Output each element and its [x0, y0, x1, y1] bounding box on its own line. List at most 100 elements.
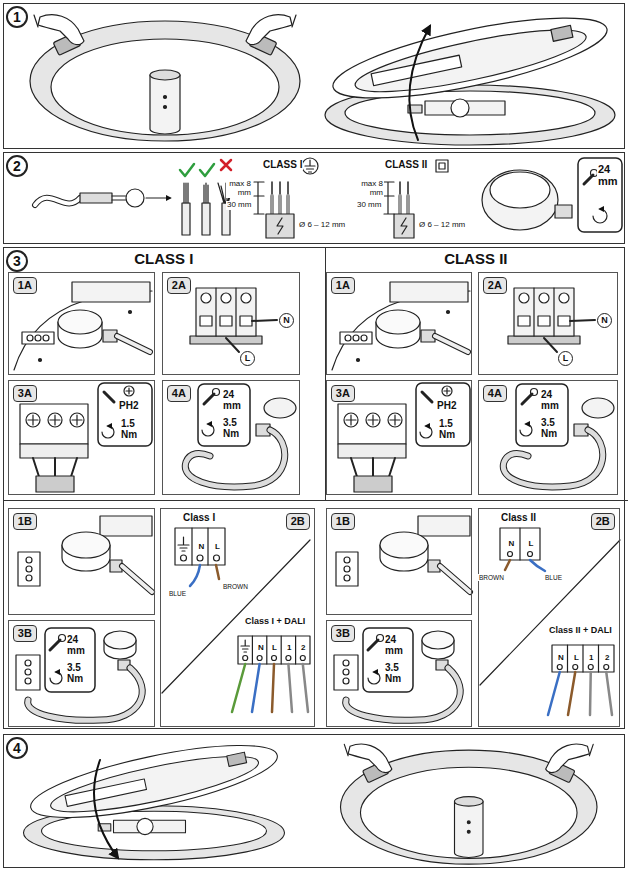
panel-tag: 2A	[167, 277, 191, 294]
cable-diameter: Ø 6 – 12 mm	[298, 221, 346, 230]
class-two-wiring	[552, 645, 614, 672]
variant-heading: Class II	[500, 512, 537, 523]
class-two-conductors	[400, 182, 408, 196]
torque: 1.5 Nm	[438, 418, 464, 440]
wrench-size: 24 mm	[384, 634, 408, 656]
class-heading: CLASS II	[384, 159, 428, 170]
cable-preparation	[80, 193, 112, 203]
terminal-label: 1	[588, 654, 594, 663]
class-one-wiring	[197, 555, 203, 561]
panel-tag: 2B	[591, 513, 615, 530]
junction-box	[555, 205, 572, 218]
cable-preparation	[200, 164, 214, 176]
step-number: 1	[6, 6, 28, 28]
class-two-wiring	[528, 552, 533, 557]
class-two-wiring	[480, 528, 620, 715]
screwdriver-bit: PH2	[436, 400, 457, 411]
cable-preparation	[204, 183, 208, 203]
class-two-gland-steps	[334, 516, 470, 720]
wrench-size: 24 mm	[540, 389, 564, 411]
step-panel: 2	[3, 152, 625, 244]
step-panel: 1A2A3A4ACLASS I1A2A3A4ACLASS II1B2B3B1B2…	[3, 247, 625, 729]
class-one-conductors	[272, 196, 288, 214]
class-two-wiring	[508, 552, 513, 557]
class-two-wiring	[589, 672, 592, 715]
conductor-letter: L	[558, 351, 573, 366]
class-two-conductors	[436, 160, 448, 172]
class-one-wiring	[178, 537, 189, 551]
cable-preparation	[184, 183, 188, 203]
terminal-label: L	[271, 644, 278, 653]
class-heading: CLASS I	[262, 159, 303, 170]
variant-heading: Class II + DALI	[548, 626, 613, 636]
class-one-steps	[14, 282, 296, 492]
wrench-size: 24 mm	[66, 634, 90, 656]
class-one-wiring	[190, 565, 200, 586]
wire-colour: BLUE	[544, 574, 563, 581]
class-one-gland-steps	[16, 516, 152, 720]
torque: 3.5 Nm	[540, 417, 566, 439]
class-panel: 1A2A3A4ACLASS II	[319, 247, 628, 501]
class-two-wiring	[568, 672, 575, 715]
panel-tag: 2A	[483, 277, 507, 294]
cable-diameter: Ø 6 – 12 mm	[418, 221, 466, 230]
step-panel: 4	[3, 734, 625, 868]
panel-tag: 4A	[483, 385, 507, 402]
terminal-label: L	[573, 654, 580, 663]
class-one-conductors	[277, 218, 283, 234]
class-two-conductors	[439, 163, 445, 169]
cable-preparation	[202, 203, 210, 235]
class-one-wiring	[162, 528, 310, 712]
panel-tag: 1A	[13, 277, 37, 294]
terminal-label: 2	[604, 654, 610, 663]
class-heading: CLASS I	[3, 250, 325, 267]
terminal-label: 1	[286, 644, 292, 653]
junction-box	[578, 158, 622, 232]
torque: 3.5 Nm	[384, 662, 410, 684]
terminal-label: N	[198, 543, 206, 552]
class-one-wiring	[192, 528, 208, 565]
class-one-conductors	[266, 214, 294, 238]
class-one-wiring	[232, 664, 245, 712]
closed-luminaire	[341, 744, 598, 864]
class-one-wiring	[300, 656, 305, 661]
conductor-letter: N	[279, 313, 294, 328]
class-two-wiring	[588, 665, 593, 670]
wrench-size: 24 mm	[222, 389, 246, 411]
sub-step-panel: 1A	[8, 272, 155, 375]
class-two-wiring	[573, 665, 578, 670]
variant-heading: Class I	[182, 512, 216, 523]
panel-tag: 3B	[331, 625, 355, 642]
step-panel: 1	[3, 3, 625, 149]
class-one-conductors	[254, 182, 264, 214]
class-one-conductors	[272, 182, 288, 196]
panel-tag: 1B	[13, 513, 37, 530]
conductor-letter: L	[240, 351, 255, 366]
class-two-wiring	[568, 645, 599, 672]
class-heading: CLASS II	[319, 250, 628, 267]
junction-box	[593, 209, 607, 223]
cable-preparation	[180, 164, 194, 176]
class-two-conductors	[400, 196, 408, 214]
torque: 3.5 Nm	[222, 417, 248, 439]
wire-colour: BROWN	[478, 574, 505, 581]
class-one-wiring	[272, 656, 277, 661]
class-two-wiring	[557, 665, 562, 670]
torque: 1.5 Nm	[120, 418, 146, 440]
terminal-label: N	[557, 654, 565, 663]
cable-preparation	[221, 160, 231, 170]
class-two-wiring	[606, 672, 612, 715]
class-one-wiring	[241, 640, 249, 652]
class-one-wiring	[181, 555, 187, 561]
terminal-label: N	[257, 644, 265, 653]
cable-preparation	[126, 189, 144, 207]
dimension: max 8 mm	[226, 180, 252, 198]
class-two-wiring	[519, 528, 520, 560]
junction-box	[482, 158, 622, 232]
class-two-wiring	[505, 560, 510, 570]
class-one-conductors	[305, 160, 315, 172]
close-arrow	[94, 760, 118, 858]
class-two-conductors	[394, 214, 414, 238]
class-one-wiring	[214, 555, 220, 561]
